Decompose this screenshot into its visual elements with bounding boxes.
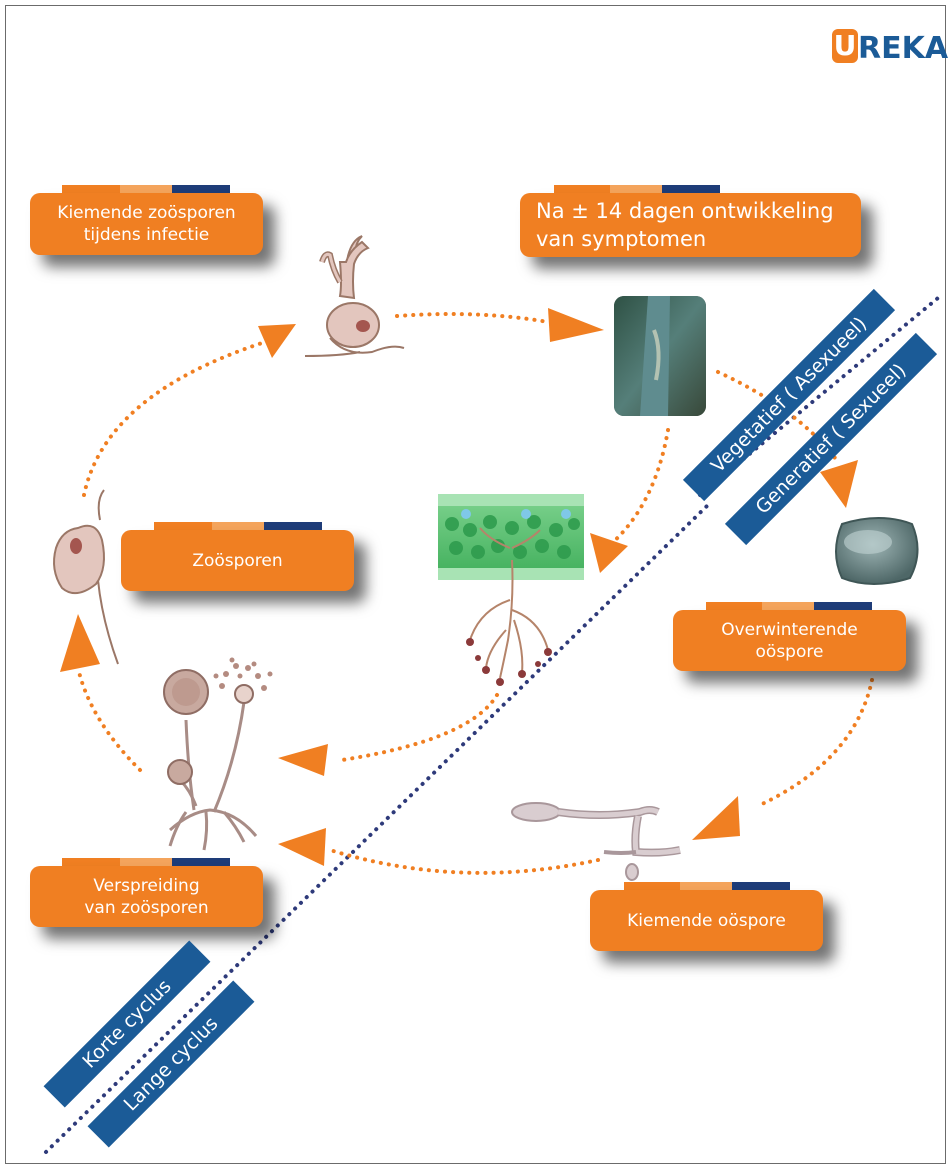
label-symptoms: Na ± 14 dagen ontwikkeling van symptomen [520, 193, 861, 257]
arrow-path-tissue-to-spreading [340, 693, 499, 762]
oospore-illustration [835, 517, 919, 585]
germinating-zoospore-illustration [304, 235, 405, 357]
label-infection: Kiemende zoösporen tijdens infectie [30, 193, 263, 255]
vegetative-generative-divider [698, 296, 940, 497]
leaf-tissue-illustration [438, 494, 584, 686]
symptom-stem-photo [614, 296, 706, 416]
arrowhead-to-infection [258, 324, 296, 358]
arrow-path-infection-to-symptoms [395, 312, 550, 324]
diagram-frame [5, 5, 946, 1164]
arrow-path-germinating-to-spreading [328, 848, 600, 875]
arrowhead-to-symptoms [548, 308, 604, 342]
label-germinating-oospore: Kiemende oöspore [590, 890, 823, 951]
zoospore-illustration [53, 489, 119, 665]
arrowhead-to-spreading-lower [278, 828, 326, 866]
label-tab [62, 185, 230, 193]
logo-text: REKA [858, 31, 949, 66]
sporangiophore-illustration [163, 657, 273, 851]
arrowhead-to-germinating [692, 796, 740, 840]
arrowhead-to-spreading-upper [278, 744, 328, 776]
label-overwintering: Overwinterende oöspore [673, 610, 906, 671]
label-tab [62, 858, 230, 866]
arrow-path-oospore-to-germinating [758, 678, 874, 807]
label-tab [706, 602, 872, 610]
arrow-path-spreading-to-zoospore [76, 666, 142, 772]
arrow-path-zoospore-to-infection [82, 341, 264, 497]
label-tab [624, 882, 790, 890]
germinating-oospore-illustration [511, 802, 681, 881]
arrowhead-to-zoospore [60, 614, 100, 672]
logo-mark: U [832, 29, 858, 63]
arrowhead-to-tissue [590, 533, 628, 573]
label-tab [154, 522, 322, 530]
label-tab [554, 185, 720, 193]
label-zoospores: Zoösporen [121, 530, 354, 591]
label-spreading: Verspreiding van zoösporen [30, 866, 263, 927]
arrow-path-symptoms-to-tissue [608, 428, 670, 547]
short-long-cycle-divider [44, 503, 710, 1154]
arrowhead-to-oospore [820, 460, 858, 508]
